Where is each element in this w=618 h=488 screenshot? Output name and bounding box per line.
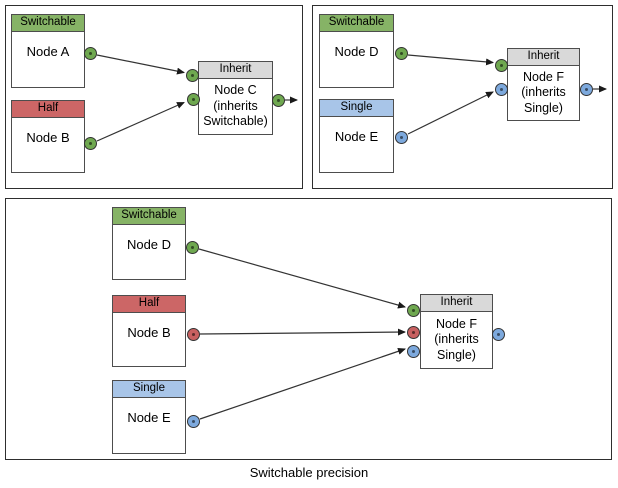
- node-e-header: Single: [320, 100, 393, 117]
- node-b-bottom: Half Node B: [112, 295, 186, 367]
- node-d-title: Node D: [334, 44, 379, 59]
- node-e-bottom-title: Node E: [127, 410, 171, 425]
- node-e-title: Node E: [334, 129, 379, 144]
- node-b-header: Half: [12, 101, 84, 118]
- node-c-header: Inherit: [199, 62, 272, 79]
- node-d-bottom-title: Node D: [126, 237, 172, 252]
- figure-caption: Switchable precision: [249, 465, 369, 480]
- port-node-c-output: [271, 93, 285, 107]
- node-b-bottom-header: Half: [113, 296, 185, 313]
- port-node-f-input-2: [494, 82, 508, 96]
- node-f-bottom-title: Node F (inherits Single): [434, 316, 479, 362]
- node-f-header: Inherit: [508, 49, 579, 66]
- port-node-f-bottom-output: [491, 327, 505, 341]
- panel-bottom: [5, 198, 612, 460]
- port-node-e-bottom-output: [186, 414, 200, 428]
- port-node-f-bottom-input-3: [406, 344, 420, 358]
- node-d: Switchable Node D: [319, 14, 394, 88]
- node-f: Inherit Node F (inherits Single): [507, 48, 580, 121]
- node-d-bottom-header: Switchable: [113, 208, 185, 225]
- node-a-title: Node A: [26, 44, 70, 59]
- node-d-header: Switchable: [320, 15, 393, 32]
- node-c-title: Node C (inherits Switchable): [203, 83, 268, 129]
- node-c: Inherit Node C (inherits Switchable): [198, 61, 273, 135]
- port-node-f-input-1: [494, 58, 508, 72]
- node-f-title: Node F (inherits Single): [521, 69, 566, 115]
- port-node-f-bottom-input-1: [406, 303, 420, 317]
- port-node-d-bottom-output: [185, 240, 199, 254]
- port-node-d-output: [394, 46, 408, 60]
- node-e-bottom: Single Node E: [112, 380, 186, 454]
- node-a: Switchable Node A: [11, 14, 85, 88]
- port-node-b-bottom-output: [186, 327, 200, 341]
- port-node-e-output: [394, 130, 408, 144]
- port-node-f-output: [579, 82, 593, 96]
- node-a-header: Switchable: [12, 15, 84, 32]
- port-node-a-output: [83, 46, 97, 60]
- port-node-c-input-2: [186, 92, 200, 106]
- port-node-b-output: [83, 136, 97, 150]
- node-b-bottom-title: Node B: [127, 325, 171, 340]
- node-e-bottom-header: Single: [113, 381, 185, 398]
- node-f-bottom: Inherit Node F (inherits Single): [420, 294, 493, 369]
- node-b-title: Node B: [26, 130, 70, 145]
- node-b: Half Node B: [11, 100, 85, 173]
- node-e: Single Node E: [319, 99, 394, 173]
- port-node-c-input-1: [185, 68, 199, 82]
- node-f-bottom-header: Inherit: [421, 295, 492, 312]
- node-d-bottom: Switchable Node D: [112, 207, 186, 280]
- port-node-f-bottom-input-2: [406, 325, 420, 339]
